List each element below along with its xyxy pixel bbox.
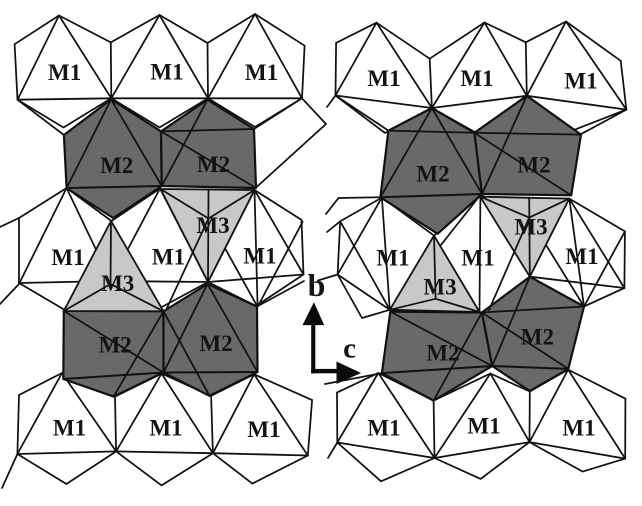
svg-text:M2: M2 [517, 153, 550, 178]
svg-text:M1: M1 [149, 416, 182, 441]
svg-text:M2: M2 [100, 153, 133, 178]
svg-text:M1: M1 [51, 245, 84, 270]
svg-text:M3: M3 [423, 275, 456, 300]
svg-text:M2: M2 [99, 332, 132, 357]
svg-text:M3: M3 [196, 213, 229, 238]
svg-text:M2: M2 [197, 152, 230, 177]
svg-text:M1: M1 [467, 414, 500, 439]
svg-text:M2: M2 [426, 340, 459, 365]
svg-text:M1: M1 [245, 60, 278, 85]
svg-text:M1: M1 [152, 245, 185, 270]
svg-text:c: c [343, 333, 356, 365]
svg-text:M1: M1 [367, 416, 400, 441]
svg-text:M1: M1 [564, 68, 597, 93]
svg-text:M3: M3 [101, 271, 134, 296]
svg-text:M1: M1 [376, 246, 409, 271]
svg-text:M2: M2 [416, 162, 449, 187]
svg-text:M1: M1 [48, 60, 81, 85]
svg-text:M1: M1 [150, 60, 183, 85]
svg-text:b: b [308, 267, 326, 303]
svg-text:M1: M1 [243, 244, 276, 269]
svg-text:M1: M1 [565, 244, 598, 269]
svg-text:M1: M1 [53, 416, 86, 441]
svg-text:M1: M1 [562, 416, 595, 441]
svg-text:M2: M2 [521, 325, 554, 350]
svg-text:M1: M1 [460, 66, 493, 91]
svg-text:M3: M3 [514, 215, 547, 240]
svg-text:M2: M2 [199, 331, 232, 356]
svg-text:M1: M1 [367, 66, 400, 91]
svg-text:M1: M1 [247, 417, 280, 442]
svg-text:M1: M1 [461, 246, 494, 271]
